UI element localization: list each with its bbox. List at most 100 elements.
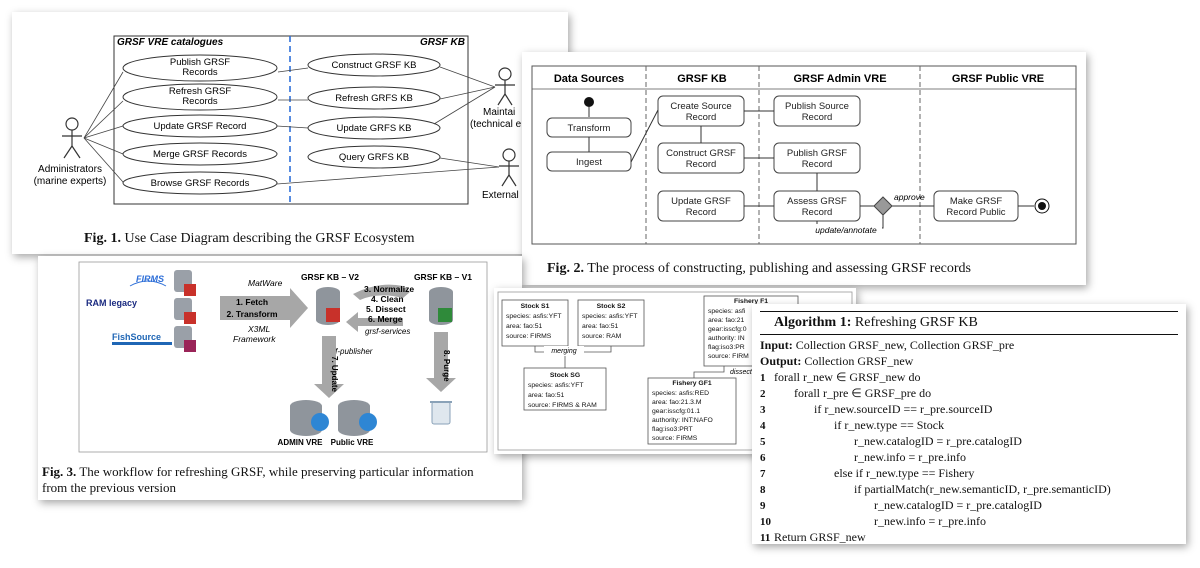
svg-text:Update GRSF: Update GRSF [671,196,731,207]
alg-output: Output: Collection GRSF_new [760,354,914,368]
actor-external-icon [499,148,519,187]
kb-v1-icon [429,287,453,325]
actor-administrators-icon [62,117,82,159]
use-case-update-record: Update GRSF Record [122,114,278,138]
svg-text:Stock S1: Stock S1 [521,303,550,310]
fetch-arrow-icon [220,288,308,328]
admin-vre-db-icon [290,400,329,436]
svg-text:Record: Record [686,112,717,123]
svg-text:1. Fetch: 1. Fetch [236,297,268,307]
svg-text:Assess GRSF: Assess GRSF [787,196,847,207]
trash-bin-icon [430,401,452,425]
svg-text:Publish Source: Publish Source [785,101,849,112]
svg-text:gear:isscfg:0: gear:isscfg:0 [708,326,747,333]
svg-text:source: FIRMS: source: FIRMS [652,435,698,442]
svg-text:2. Transform: 2. Transform [226,309,277,319]
svg-text:Merge GRSF Records: Merge GRSF Records [153,149,247,160]
svg-text:source: FIRMS: source: FIRMS [506,333,552,340]
svg-text:3. Normalize: 3. Normalize [364,284,414,294]
source-firms-logo: FIRMS [136,274,164,284]
alg-input: Input: Collection GRSF_new, Collection G… [760,338,1015,352]
svg-text:species: asfis:YFT: species: asfis:YFT [582,313,638,320]
svg-text:Make GRSF: Make GRSF [950,196,1002,207]
svg-text:Public VRE: Public VRE [331,438,374,447]
actor-maintainer-icon [495,67,515,106]
svg-text:GRSF KB – V2: GRSF KB – V2 [301,272,359,282]
svg-text:Record: Record [802,112,833,123]
svg-text:Records: Records [182,96,218,107]
svg-text:X3ML: X3ML [247,324,270,334]
svg-text:MatWare: MatWare [248,278,283,288]
svg-text:authority: IN: authority: IN [708,335,745,342]
svg-text:merging: merging [551,348,576,355]
algorithm-card: Algorithm 1: Refreshing GRSF KB Input: C… [752,304,1186,544]
use-case-construct-kb: Construct GRSF KB [307,53,441,77]
svg-text:Create Source: Create Source [670,101,731,112]
fig3-caption: Fig. 3. The workflow for refreshing GRSF… [42,464,474,495]
update-arrow-icon [314,336,344,398]
svg-text:ADMIN VRE: ADMIN VRE [278,438,324,447]
svg-text:8. Purge: 8. Purge [442,350,451,382]
svg-text:Record: Record [802,207,833,218]
use-case-browse-records: Browse GRSF Records [122,171,278,195]
svg-text:GRSF Admin VRE: GRSF Admin VRE [793,73,886,85]
use-case-refresh-kb: Refresh GRFS KB [307,86,441,110]
svg-text:grsf-services: grsf-services [365,327,410,336]
algorithm-body: Input: Collection GRSF_new, Collection G… [760,338,1182,544]
svg-text:GRSF KB: GRSF KB [677,73,727,85]
svg-text:Data Sources: Data Sources [554,73,624,85]
svg-text:Record Public: Record Public [946,207,1005,218]
svg-text:Records: Records [182,67,218,78]
svg-text:species: asfis:RED: species: asfis:RED [652,390,709,397]
svg-text:Record: Record [686,159,717,170]
fig2-card: Data Sources GRSF KB GRSF Admin VRE GRSF… [522,52,1086,285]
svg-text:Construct GRSF KB: Construct GRSF KB [332,60,417,71]
svg-text:area: fao:51: area: fao:51 [528,392,564,399]
svg-text:GRSF Public VRE: GRSF Public VRE [952,73,1044,85]
svg-text:species: asfi: species: asfi [708,308,746,315]
svg-text:Update GRFS KB: Update GRFS KB [337,123,412,134]
fig1-use-case-diagram: GRSF VRE catalogues GRSF KB Publish GRSF… [34,35,522,205]
fig1-vre-label: GRSF VRE catalogues [117,37,224,48]
svg-text:Refresh GRSF: Refresh GRSF [169,86,231,97]
svg-text:Browse GRSF Records: Browse GRSF Records [151,178,250,189]
svg-text:species: asfis:YFT: species: asfis:YFT [528,382,584,389]
actor-admin-sub: (marine experts) [34,176,107,187]
svg-text:area: fao:51: area: fao:51 [582,323,618,330]
start-node-icon [584,97,594,107]
fig1-kb-label: GRSF KB [420,37,465,48]
svg-text:dissect: dissect [730,369,753,376]
fig1-caption: Fig. 1. Use Case Diagram describing the … [84,231,415,246]
svg-text:gear:isscfg:01.1: gear:isscfg:01.1 [652,408,700,415]
svg-text:Publish GRSF: Publish GRSF [787,148,847,159]
svg-text:source: RAM: source: RAM [582,333,622,340]
svg-text:grsf-publisher: grsf-publisher [324,347,373,356]
svg-text:Query GRFS KB: Query GRFS KB [339,152,409,163]
svg-text:Transform: Transform [568,123,611,134]
fig2-activity-diagram: Data Sources GRSF KB GRSF Admin VRE GRSF… [531,65,1077,245]
svg-text:authority: INT:NAFO: authority: INT:NAFO [652,417,713,424]
decision-diamond-icon [873,196,893,216]
svg-text:approve: approve [894,192,925,202]
actor-ext-label: External [482,190,519,201]
svg-text:Fishery GF1: Fishery GF1 [672,380,712,387]
svg-text:Update GRSF Record: Update GRSF Record [154,121,247,132]
source-db-icons [174,270,196,352]
kb-v2-icon [316,287,340,325]
fig3-card: FIRMS RAM legacy FishSource MatWare 1. F… [38,256,522,500]
source-fishsource-logo: FishSource [112,332,161,342]
use-case-query-kb: Query GRFS KB [307,145,441,169]
svg-text:flag:iso3:PR: flag:iso3:PR [708,344,745,351]
fig3-workflow-diagram: FIRMS RAM legacy FishSource MatWare 1. F… [78,261,488,453]
svg-text:source: FIRM: source: FIRM [708,353,749,360]
svg-text:Stock S2: Stock S2 [597,303,626,310]
